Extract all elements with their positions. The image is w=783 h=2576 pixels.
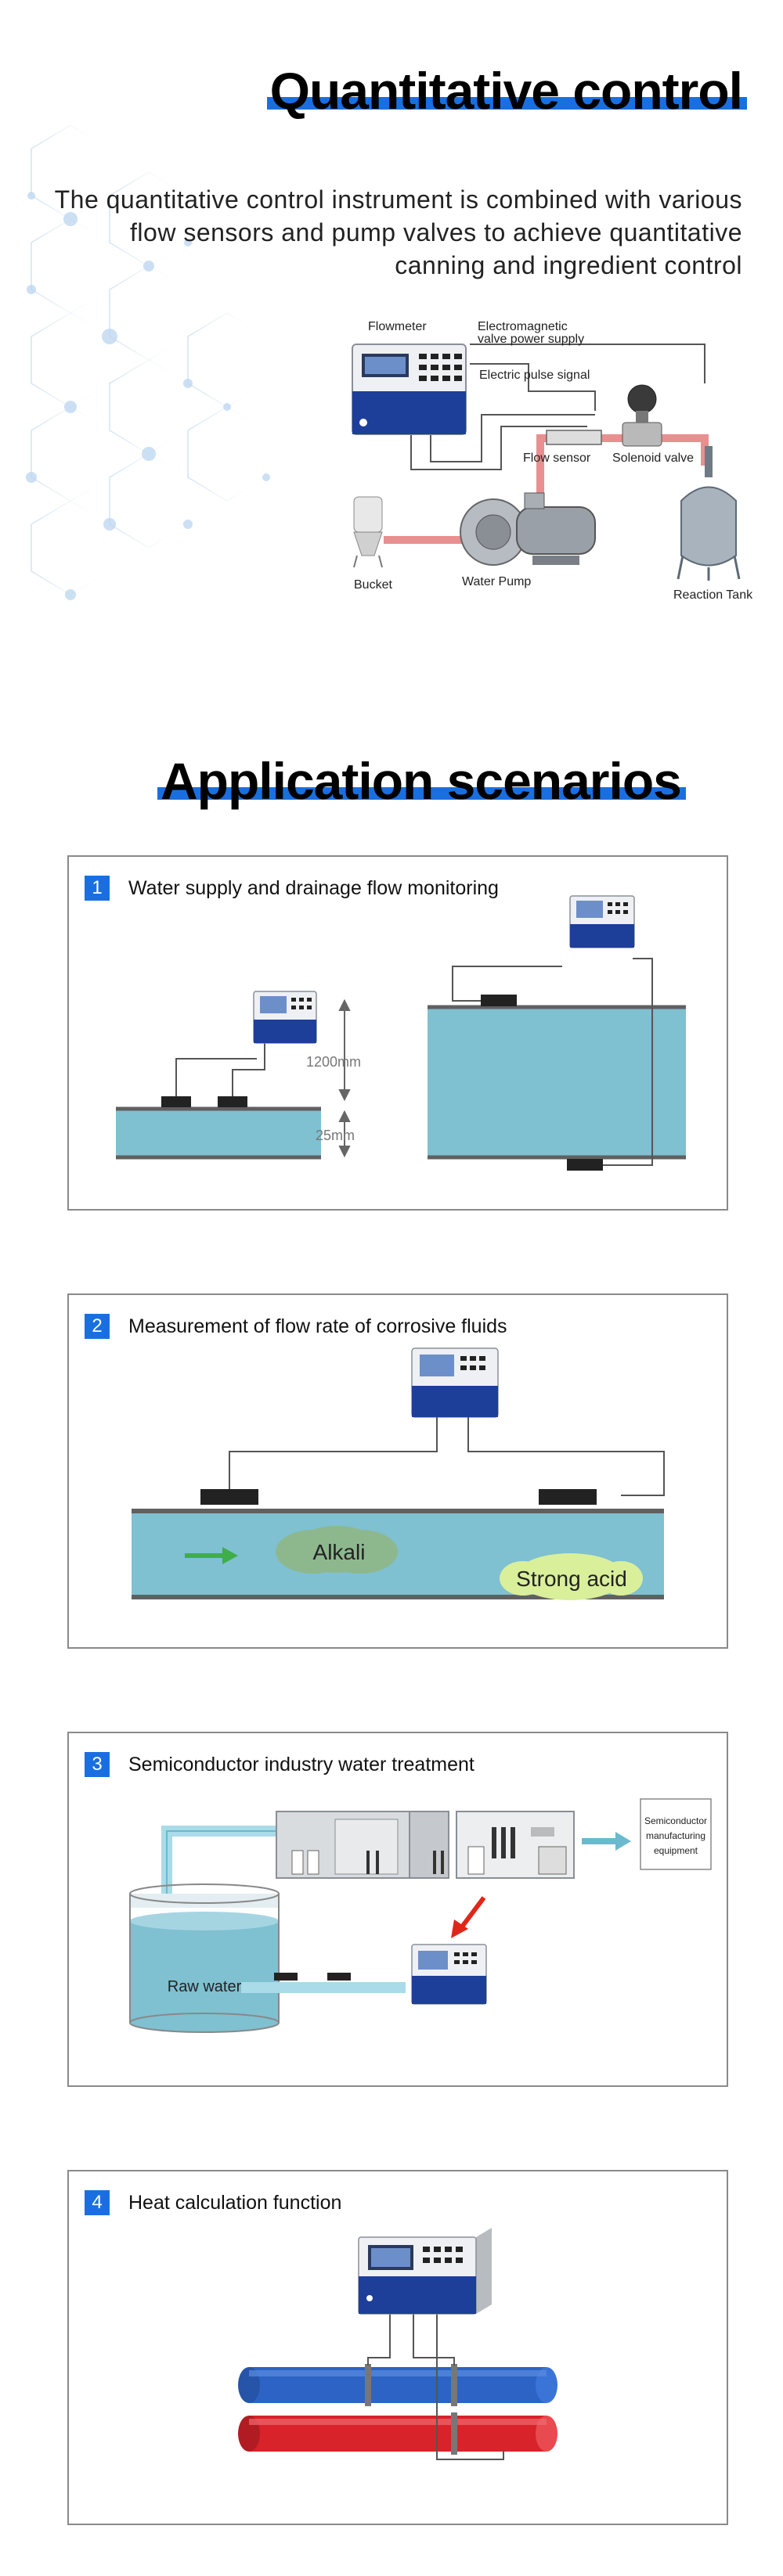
scenario-number: 2 [85, 1314, 110, 1339]
flowmeter-device-large [569, 895, 635, 948]
equipment-label-3: equipment [654, 1845, 698, 1856]
scenario-number: 1 [85, 876, 110, 901]
quantitative-title: Quantitative control [266, 61, 747, 121]
scenario-title: Heat calculation function [128, 2192, 342, 2214]
equipment-label-2: manufacturing [646, 1830, 705, 1841]
scenario-1-diagram: 1200mm 25mm [116, 895, 686, 1171]
label-pulse-signal: Electric pulse signal [479, 369, 590, 382]
scenario-2-diagram: Alkali Strong acid [132, 1347, 665, 1600]
strong-acid-label: Strong acid [516, 1567, 627, 1591]
hot-water-pipe [238, 2416, 557, 2452]
solenoid-valve-icon [622, 384, 662, 447]
sensor-icon [161, 1096, 191, 1107]
water-treatment-equipment [276, 1811, 575, 1879]
dimension-label-small: 25mm [316, 1128, 355, 1143]
raw-water-label: Raw water [168, 1978, 242, 1995]
heat-meter-device [358, 2228, 492, 2315]
label-reaction-tank: Reaction Tank [673, 588, 753, 602]
reaction-tank-icon [677, 446, 741, 581]
label-valve-power-1: Electromagnetic [478, 320, 568, 333]
hex-pattern-background [26, 124, 270, 600]
alkali-bubble [276, 1526, 398, 1574]
quantitative-section: Quantitative control The quantitative co… [0, 0, 783, 626]
flow-sensor-icon [546, 430, 602, 445]
bucket-icon [353, 496, 383, 568]
flowmeter-device-small [253, 991, 317, 1044]
scenario-card-3: 3 Semiconductor industry water treatment… [67, 1732, 728, 2087]
output-arrow-icon [582, 1832, 631, 1851]
red-arrow-icon [451, 1896, 486, 1938]
scenario-3-diagram: Raw water [129, 1798, 712, 2033]
raw-water-tank [129, 1883, 280, 2033]
sensor-icon [200, 1489, 258, 1505]
quantitative-control-diagram: Flowmeter Electromagnetic valve power su… [352, 320, 753, 602]
scenario-card-4: 4 Heat calculation function [67, 2170, 728, 2525]
water-pump-icon [460, 492, 596, 566]
label-solenoid-valve: Solenoid valve [612, 452, 694, 465]
scenario-4-diagram [238, 2228, 557, 2460]
dimension-label-large: 1200mm [306, 1054, 361, 1070]
label-valve-power-2: valve power supply [478, 333, 584, 346]
quantitative-description: The quantitative control instrument is c… [54, 185, 742, 279]
alkali-label: Alkali [313, 1540, 366, 1564]
flowmeter-device [411, 1944, 487, 2005]
sensor-icon [481, 995, 517, 1006]
application-title: Application scenarios [157, 751, 686, 811]
sensor-icon [327, 1973, 351, 1981]
scenario-title: Water supply and drainage flow monitorin… [128, 877, 499, 899]
label-bucket: Bucket [354, 578, 392, 592]
scenario-card-1: 1 Water supply and drainage flow monitor… [67, 855, 728, 1211]
label-flowmeter: Flowmeter [368, 320, 427, 333]
sensor-icon [218, 1096, 247, 1107]
scenario-title: Measurement of flow rate of corrosive fl… [128, 1315, 507, 1337]
flow-direction-arrow-icon [185, 1547, 238, 1564]
scenario-title: Semiconductor industry water treatment [128, 1754, 474, 1775]
sensor-icon [274, 1973, 298, 1981]
flowmeter-device [411, 1347, 499, 1418]
strong-acid-bubble [500, 1553, 643, 1600]
scenario-number: 3 [85, 1752, 110, 1777]
label-water-pump: Water Pump [462, 575, 531, 588]
scenario-number: 4 [85, 2190, 110, 2215]
semiconductor-equipment-box [640, 1798, 712, 1870]
cold-water-pipe [238, 2367, 557, 2403]
label-flow-sensor: Flow sensor [523, 452, 591, 465]
flowmeter-device [352, 344, 467, 435]
equipment-label-1: Semiconductor [644, 1815, 707, 1826]
scenario-card-2: 2 Measurement of flow rate of corrosive … [67, 1293, 728, 1649]
sensor-icon [567, 1159, 603, 1171]
sensor-icon [539, 1489, 597, 1505]
